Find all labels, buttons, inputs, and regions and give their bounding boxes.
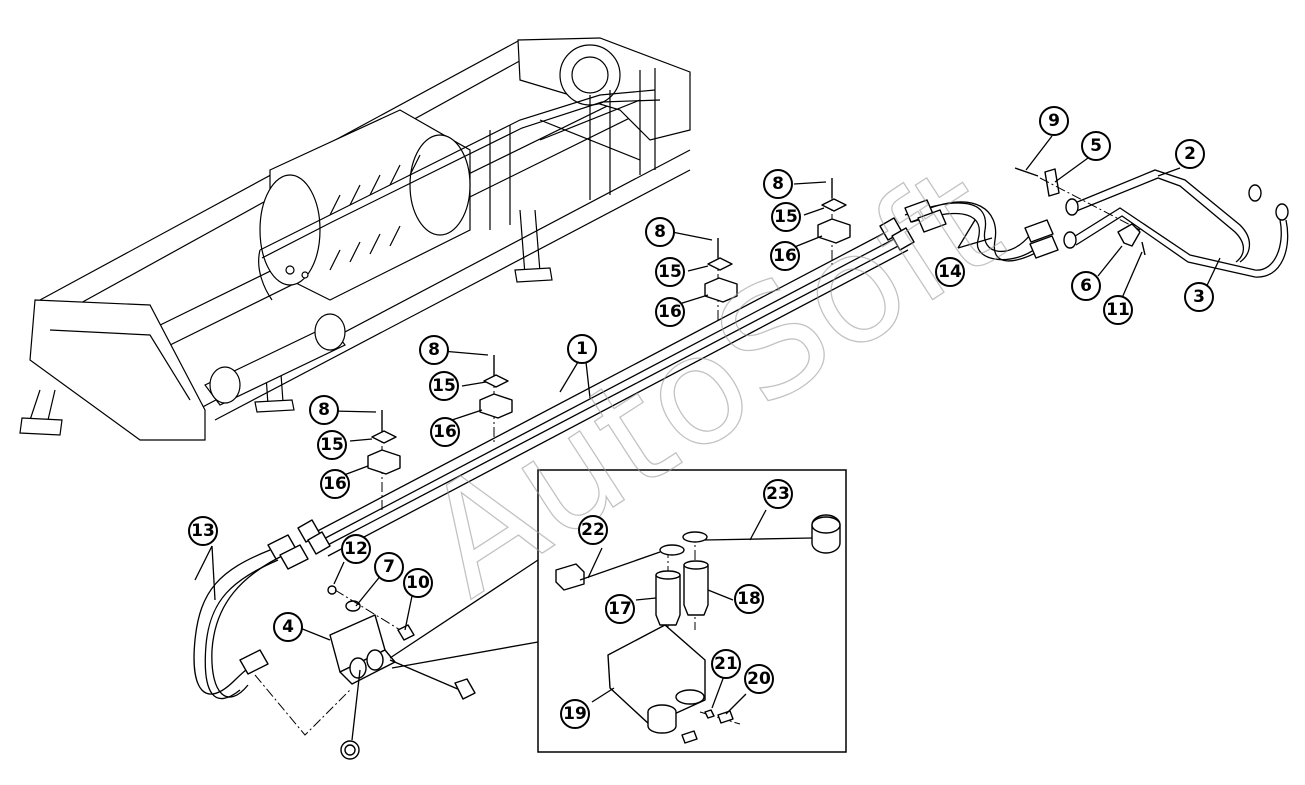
clamp-assemblies (367, 178, 851, 510)
callout-7-label: 7 (383, 557, 395, 577)
callout-2: 2 (1175, 139, 1205, 169)
callout-4: 4 (273, 612, 303, 642)
callout-8c: 8 (645, 217, 675, 247)
callout-20: 20 (744, 664, 774, 694)
right-hoses (904, 167, 1289, 278)
callout-15b: 15 (429, 371, 459, 401)
callout-15b-label: 15 (432, 376, 456, 396)
callout-13-label: 13 (191, 521, 215, 541)
callout-16d-label: 16 (773, 246, 797, 266)
callout-23-label: 23 (766, 484, 790, 504)
callout-18: 18 (734, 584, 764, 614)
callout-21-label: 21 (714, 654, 738, 674)
callout-8b: 8 (419, 335, 449, 365)
callout-8a: 8 (309, 395, 339, 425)
callout-15a-label: 15 (320, 435, 344, 455)
callout-11: 11 (1103, 295, 1133, 325)
callout-3-label: 3 (1193, 287, 1205, 307)
callout-12: 12 (341, 534, 371, 564)
callout-22-label: 22 (581, 520, 605, 540)
callout-9: 9 (1039, 106, 1069, 136)
callout-12-label: 12 (344, 539, 368, 559)
callout-8d-label: 8 (772, 174, 784, 194)
callout-16d: 16 (770, 241, 800, 271)
callout-17-label: 17 (608, 599, 632, 619)
header-frame (19, 37, 691, 441)
callout-9-label: 9 (1048, 111, 1060, 131)
detail-inset (389, 469, 847, 753)
callout-2-label: 2 (1184, 144, 1196, 164)
callout-5-label: 5 (1090, 136, 1102, 156)
callout-15c: 15 (655, 257, 685, 287)
callout-16c-label: 16 (658, 302, 682, 322)
callout-5: 5 (1081, 131, 1111, 161)
callout-8a-label: 8 (318, 400, 330, 420)
callout-8d: 8 (763, 169, 793, 199)
callout-15a: 15 (317, 430, 347, 460)
callout-21: 21 (711, 649, 741, 679)
callout-10-label: 10 (406, 573, 430, 593)
callout-13: 13 (188, 516, 218, 546)
callout-19: 19 (560, 699, 590, 729)
callout-7: 7 (374, 552, 404, 582)
callouts: 1 2 3 4 5 6 7 8 8 8 8 9 10 11 12 13 14 1… (188, 106, 1214, 729)
callout-11-label: 11 (1106, 300, 1130, 320)
callout-3: 3 (1184, 282, 1214, 312)
callout-8c-label: 8 (654, 222, 666, 242)
callout-15c-label: 15 (658, 262, 682, 282)
callout-20-label: 20 (747, 669, 771, 689)
callout-14: 14 (935, 257, 965, 287)
callout-8b-label: 8 (428, 340, 440, 360)
callout-4-label: 4 (282, 617, 294, 637)
callout-1-label: 1 (576, 339, 588, 359)
callout-16b: 16 (430, 417, 460, 447)
callout-6-label: 6 (1080, 276, 1092, 296)
callout-18-label: 18 (737, 589, 761, 609)
callout-16a: 16 (320, 469, 350, 499)
callout-16a-label: 16 (323, 474, 347, 494)
callout-15d-label: 15 (774, 207, 798, 227)
callout-10: 10 (403, 568, 433, 598)
callout-16c: 16 (655, 297, 685, 327)
left-hoses-bracket (193, 534, 476, 760)
callout-23: 23 (763, 479, 793, 509)
long-hoses (297, 217, 915, 557)
callout-6: 6 (1071, 271, 1101, 301)
callout-15d: 15 (771, 202, 801, 232)
callout-17: 17 (605, 594, 635, 624)
callout-14-label: 14 (938, 262, 962, 282)
callout-1: 1 (567, 334, 597, 364)
callout-16b-label: 16 (433, 422, 457, 442)
callout-19-label: 19 (563, 704, 587, 724)
callout-22: 22 (578, 515, 608, 545)
